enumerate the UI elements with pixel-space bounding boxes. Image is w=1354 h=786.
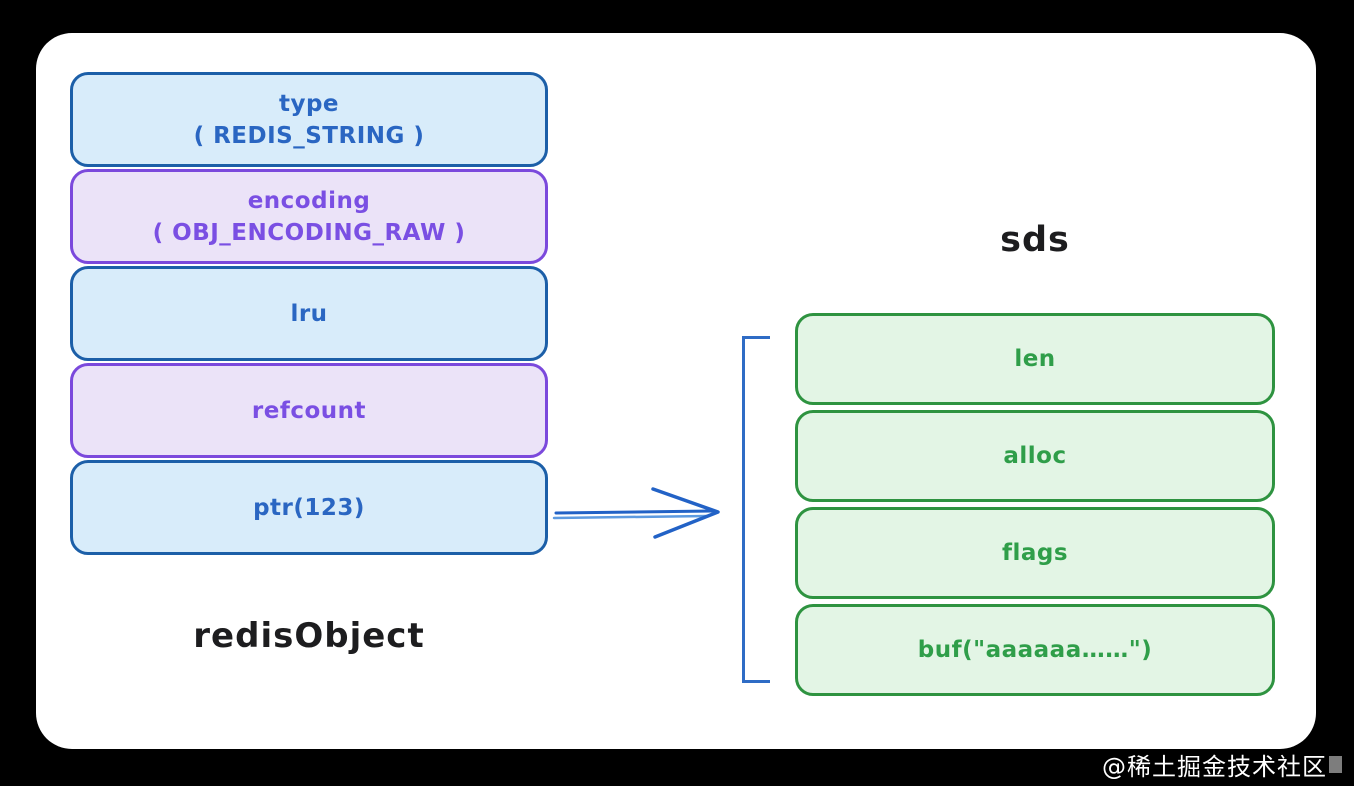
diagram-card: type ( REDIS_STRING ) encoding ( OBJ_ENC… [36,33,1316,749]
watermark-cursor-block [1329,756,1342,773]
redis-object-struct: type ( REDIS_STRING ) encoding ( OBJ_ENC… [70,72,548,557]
field-encoding-value: ( OBJ_ENCODING_RAW ) [152,219,466,246]
watermark: @稀土掘金技术社区 [1102,747,1342,782]
field-type: type ( REDIS_STRING ) [70,72,548,167]
redis-object-label: redisObject [193,616,425,656]
field-alloc-name: alloc [1003,443,1067,469]
field-refcount-name: refcount [251,397,367,424]
field-buf-name: buf("aaaaaa……") [917,637,1153,663]
field-lru-name: lru [290,300,328,327]
field-type-value: ( REDIS_STRING ) [193,122,425,149]
field-flags-name: flags [1001,540,1069,566]
watermark-text: @稀土掘金技术社区 [1102,753,1327,781]
sds-group-bracket [742,336,770,683]
field-len: len [795,313,1275,405]
field-ptr-name: ptr(123) [253,494,365,521]
field-flags: flags [795,507,1275,599]
field-type-name: type [278,90,340,117]
sds-struct: len alloc flags buf("aaaaaa……") [795,313,1275,701]
field-ptr: ptr(123) [70,460,548,555]
field-lru: lru [70,266,548,361]
field-encoding: encoding ( OBJ_ENCODING_RAW ) [70,169,548,264]
field-len-name: len [1014,346,1056,372]
field-encoding-name: encoding [247,187,371,214]
field-refcount: refcount [70,363,548,458]
sds-label: sds [1000,220,1070,260]
field-alloc: alloc [795,410,1275,502]
field-buf: buf("aaaaaa……") [795,604,1275,696]
pointer-arrow-icon [552,487,720,539]
